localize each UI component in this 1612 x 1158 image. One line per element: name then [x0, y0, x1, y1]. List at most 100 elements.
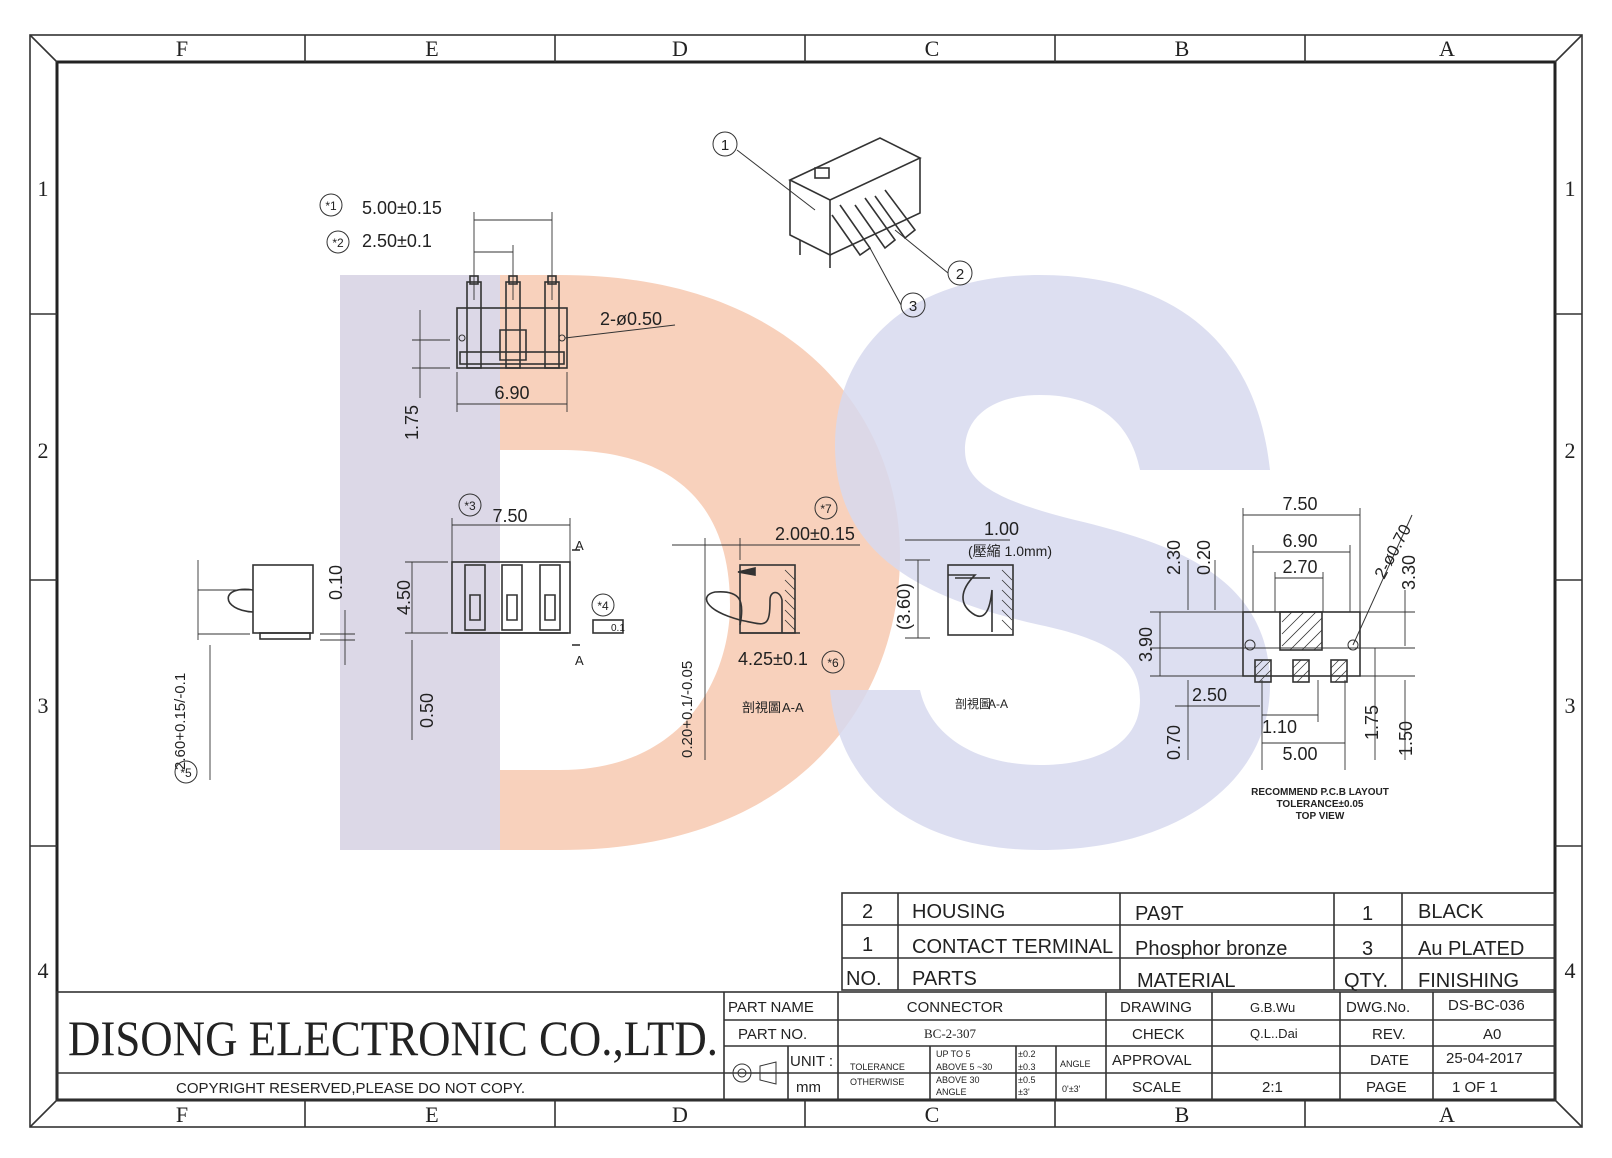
bom-header-parts: PARTS [912, 968, 977, 990]
dim-tag-3: *3 [464, 499, 476, 513]
row-label-right-3: 3 [1565, 693, 1576, 718]
section-a-a-1: *7 2.00±0.15 4.25±0.1 *6 0.20+0.1/-0.05 … [672, 496, 860, 760]
watermark-s [830, 275, 1270, 850]
pcb-dim-2-70: 2.70 [1282, 557, 1317, 577]
isometric-view: 1 2 3 [712, 131, 973, 318]
watermark-d-stem [340, 275, 500, 850]
col-label-bottom-d: D [672, 1102, 688, 1127]
angle-label: ANGLE [1060, 1059, 1091, 1069]
part-no-value: BC-2-307 [924, 1026, 977, 1041]
col-label-top-d: D [672, 36, 688, 61]
watermark [340, 275, 1270, 850]
dim-1-75: 1.75 [402, 405, 422, 440]
projection-symbol [729, 1061, 777, 1085]
dim-tag-5: *5 [180, 766, 192, 780]
drawing-label: DRAWING [1120, 999, 1192, 1016]
front-view: *3 7.50 4.50 A A *4 0.1 [394, 493, 625, 740]
tolerance-label-1: TOLERANCE [850, 1062, 905, 1072]
pcb-dim-6-90: 6.90 [1282, 531, 1317, 551]
pcb-note-1: RECOMMEND P.C.B LAYOUT [1251, 787, 1389, 798]
tolerance-value-3: ±0.5 [1018, 1075, 1035, 1085]
part-no-label: PART NO. [738, 1026, 807, 1043]
dim-tag-6: *6 [827, 656, 839, 670]
row-label-left-1: 1 [38, 176, 49, 201]
top-view: *1 5.00±0.15 *2 2.50±0.1 2-ø0.50 [319, 193, 676, 440]
tolerance-value-1: ±0.2 [1018, 1049, 1035, 1059]
section-a-a-2: 1.00 (壓縮 1.0mm) (3.60) 剖視圖 A-A [894, 519, 1052, 711]
dim-2-50: 2.50±0.1 [362, 231, 432, 251]
flatness-0-1: 0.1 [611, 623, 625, 634]
copyright-note: COPYRIGHT RESERVED,PLEASE DO NOT COPY. [176, 1080, 525, 1097]
tolerance-range-2: ABOVE 5 ~30 [936, 1062, 992, 1072]
col-label-top-b: B [1175, 36, 1190, 61]
col-label-bottom-a: A [1439, 1102, 1455, 1127]
dim-0-20: 0.20+0.1/-0.05 [679, 661, 696, 758]
col-label-top-c: C [925, 36, 940, 61]
dim-4-50: 4.50 [394, 580, 414, 615]
bom-row2-qty: 3 [1362, 938, 1373, 960]
pcb-dim-1-10: 1.10 [1262, 717, 1297, 737]
dim-pin-2-60: 2.60+0.15/-0.1 [172, 673, 189, 770]
col-label-bottom-b: B [1175, 1102, 1190, 1127]
pcb-dim-5-00: 5.00 [1282, 744, 1317, 764]
dim-1-00: 1.00 [984, 519, 1019, 539]
section-caption-1-cjk: 剖視圖 [742, 700, 781, 715]
balloon-2: 2 [956, 266, 964, 283]
bom-row2-no: 1 [862, 934, 873, 956]
dim-4-25: 4.25±0.1 [738, 649, 808, 669]
pcb-dim-0-20: 0.20 [1194, 540, 1214, 575]
bom-row2-finish: Au PLATED [1418, 938, 1524, 960]
pcb-dim-0-70: 0.70 [1164, 725, 1184, 760]
dwg-no-value: DS-BC-036 [1448, 997, 1525, 1014]
col-label-bottom-c: C [925, 1102, 940, 1127]
tolerance-value-4: ±3' [1018, 1087, 1030, 1097]
tolerance-range-4: ANGLE [936, 1087, 967, 1097]
balloon-3: 3 [909, 298, 917, 315]
row-label-right-1: 1 [1565, 176, 1576, 201]
title-block: DISONG ELECTRONIC CO.,LTD. COPYRIGHT RES… [56, 991, 1556, 1101]
scale-label: SCALE [1132, 1079, 1181, 1096]
dim-2-00: 2.00±0.15 [775, 524, 855, 544]
angle-value: 0'±3' [1062, 1084, 1081, 1094]
row-label-right-4: 4 [1565, 958, 1576, 983]
side-view: 0.10 2.60+0.15/-0.1 *5 [172, 560, 355, 784]
bom-row1-finish: BLACK [1418, 901, 1484, 923]
tolerance-value-2: ±0.3 [1018, 1062, 1035, 1072]
row-label-right-2: 2 [1565, 438, 1576, 463]
scale-value: 2:1 [1262, 1079, 1283, 1096]
date-label: DATE [1370, 1052, 1409, 1069]
dim-6-90: 6.90 [494, 383, 529, 403]
bom-row1-material: PA9T [1135, 903, 1184, 925]
bom-row2-part: CONTACT TERMINAL [912, 936, 1113, 958]
pcb-dim-1-50: 1.50 [1396, 721, 1416, 756]
bom-row2-material: Phosphor bronze [1135, 938, 1287, 960]
pcb-note-2: TOLERANCE±0.05 [1277, 799, 1364, 810]
bom-header-no: NO. [846, 968, 882, 990]
part-name-value: CONNECTOR [907, 999, 1004, 1016]
pcb-layout: 7.50 6.90 2.70 2-ø0.70 2.30 0.20 3.30 3.… [1136, 494, 1419, 822]
dwg-no-label: DWG.No. [1346, 999, 1410, 1016]
bom-row1-no: 2 [862, 901, 873, 923]
section-mark-a-bottom: A [575, 653, 584, 668]
row-label-left-3: 3 [38, 693, 49, 718]
bom-header-finishing: FINISHING [1418, 970, 1519, 992]
unit-label: UNIT : [790, 1053, 833, 1070]
section-caption-2-cjk: 剖視圖 [955, 696, 991, 711]
pcb-dim-1-75: 1.75 [1362, 705, 1382, 740]
dim-0-50: 0.50 [417, 693, 437, 728]
row-label-left-2: 2 [38, 438, 49, 463]
dim-tag-2: *2 [332, 236, 344, 250]
frame: F E D C B A F E D C B A 1 2 3 4 1 2 3 4 [29, 34, 1583, 1128]
pcb-dim-2-30: 2.30 [1164, 540, 1184, 575]
dim-5-00: 5.00±0.15 [362, 198, 442, 218]
dim-tag-1: *1 [325, 199, 337, 213]
bom-table: 2 HOUSING PA9T 1 BLACK 1 CONTACT TERMINA… [841, 892, 1556, 992]
dim-7-50: 7.50 [492, 506, 527, 526]
row-label-left-4: 4 [38, 958, 49, 983]
section-caption-2: A-A [988, 697, 1008, 711]
section-mark-a-top: A [575, 538, 584, 553]
pcb-dim-3-90: 3.90 [1136, 627, 1156, 662]
tolerance-range-1: UP TO 5 [936, 1049, 971, 1059]
bom-row1-qty: 1 [1362, 903, 1373, 925]
rev-label: REV. [1372, 1026, 1406, 1043]
